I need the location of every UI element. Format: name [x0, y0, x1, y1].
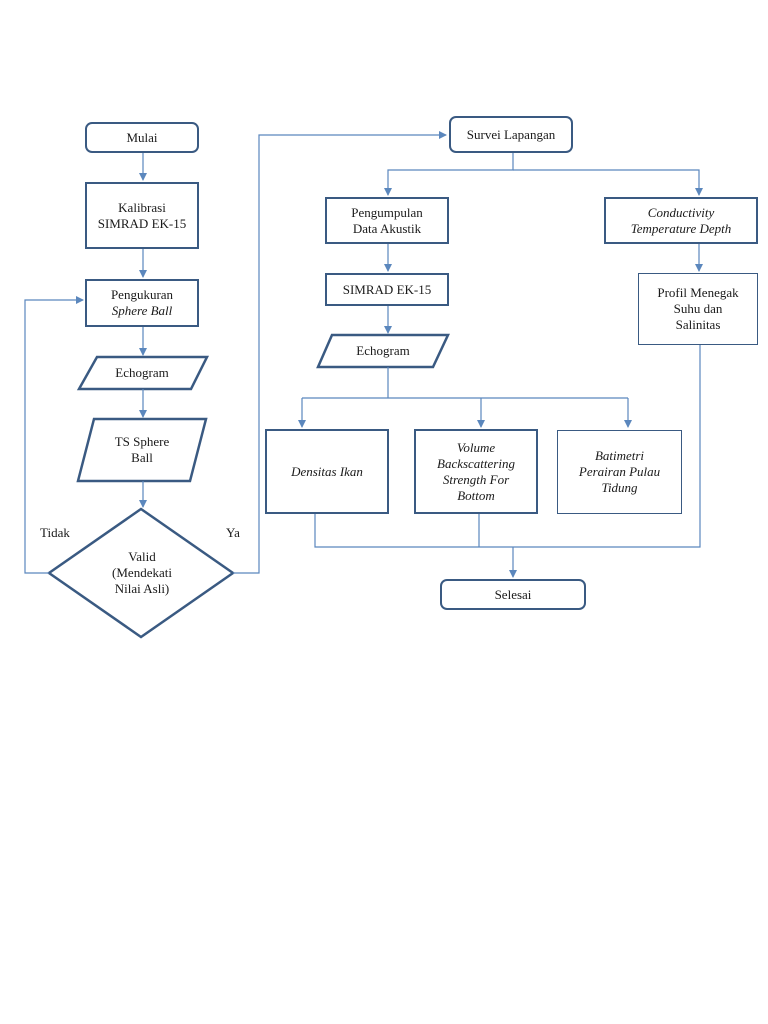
ts-sphere-label-2: Ball [131, 450, 153, 465]
selesai-node: Selesai [440, 579, 586, 610]
profil-label-3: Salinitas [675, 317, 721, 332]
mulai-label: Mulai [126, 129, 158, 145]
mulai-node: Mulai [85, 122, 199, 153]
ts-sphere-label-1: TS Sphere [114, 434, 170, 449]
densitas-node: Densitas Ikan [265, 429, 389, 514]
echogram-right-text: Echogram [325, 336, 441, 366]
valid-label-3: Nilai Asli) [114, 581, 170, 596]
ctd-label-2: Temperature Depth [630, 220, 732, 236]
pengumpulan-label-1: Pengumpulan [351, 204, 423, 220]
echogram-left-shape [76, 355, 210, 391]
batimetri-node: Batimetri Perairan Pulau Tidung [557, 430, 682, 514]
ts-sphere-text: TS Sphere Ball [85, 425, 199, 475]
pengumpulan-node: Pengumpulan Data Akustik [325, 197, 449, 244]
kalibrasi-label-1: Kalibrasi [118, 199, 166, 215]
echogram-left-text: Echogram [85, 358, 199, 388]
densitas-label: Densitas Ikan [291, 463, 363, 479]
arrow-ya-to-survei [233, 131, 447, 574]
valid-label-2: (Mendekati [112, 565, 172, 580]
kalibrasi-label-2: SIMRAD EK-15 [97, 215, 187, 231]
batimetri-label-1: Batimetri [594, 448, 645, 463]
survei-label: Survei Lapangan [466, 126, 556, 142]
line-survei-to-ctd [513, 169, 703, 196]
batimetri-label-3: Tidung [601, 480, 638, 495]
ya-label: Ya [226, 525, 240, 540]
pengukuran-node: Pengukuran Sphere Ball [85, 279, 199, 327]
echogram-right-shape [316, 333, 450, 369]
valid-decision-shape [46, 507, 236, 639]
profil-label-2: Suhu dan [673, 301, 723, 316]
tidak-label: Tidak [40, 525, 70, 540]
valid-label-1: Valid [128, 549, 156, 564]
volume-label-1: Volume [456, 439, 496, 455]
line-densitas-merge [314, 345, 701, 548]
ctd-node: Conductivity Temperature Depth [604, 197, 758, 244]
pengumpulan-label-2: Data Akustik [352, 220, 422, 236]
simrad-label: SIMRAD EK-15 [342, 281, 432, 297]
volume-node: Volume Backscattering Strength For Botto… [414, 429, 538, 514]
volume-label-4: Bottom [457, 487, 495, 503]
selesai-label: Selesai [494, 586, 532, 602]
simrad-node: SIMRAD EK-15 [325, 273, 449, 306]
volume-label-3: Strength For [442, 471, 510, 487]
ctd-label-1: Conductivity [647, 204, 715, 220]
profil-label-1: Profil Menegak [657, 285, 739, 300]
survei-node: Survei Lapangan [449, 116, 573, 153]
valid-text: Valid (Mendekati Nilai Asli) [85, 545, 199, 601]
pengukuran-label-2: Sphere Ball [111, 303, 173, 318]
echogram-right-label: Echogram [356, 343, 410, 358]
line-survei-split [384, 152, 514, 196]
ts-sphere-shape [76, 417, 208, 483]
profil-node: Profil Menegak Suhu dan Salinitas [638, 273, 758, 345]
pengukuran-label-1: Pengukuran [110, 287, 174, 302]
volume-label-2: Backscattering [437, 455, 515, 471]
echogram-left-label: Echogram [115, 365, 169, 380]
arrow-tidak-loop [24, 296, 84, 574]
batimetri-label-2: Perairan Pulau [578, 464, 661, 479]
kalibrasi-node: Kalibrasi SIMRAD EK-15 [85, 182, 199, 249]
